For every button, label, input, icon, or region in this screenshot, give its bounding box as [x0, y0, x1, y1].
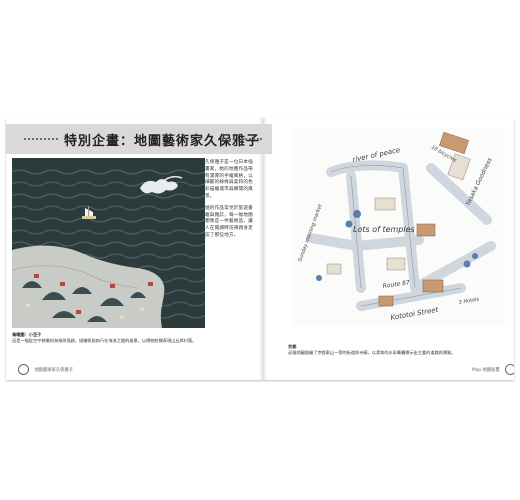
left-footer: 地圖藝術家久保雅子 — [18, 364, 73, 375]
left-body-text: 久保雅子是一位日本插畫家，她的地圖作品帶有濃厚的手繪風格，以細膩的線條與柔和的色… — [205, 160, 255, 245]
dotted-divider-left — [24, 138, 58, 140]
page-number-left — [18, 364, 29, 375]
right-footer: Map 地圖插畫 — [472, 364, 514, 375]
illustration-artwork — [12, 158, 205, 328]
right-caption-title: 京都 — [288, 344, 297, 349]
body-paragraph-2: 她的作品常見於旅遊書籍與雜誌，每一幅地圖都像是一件藝術品，讓人在閱讀時彷彿親身走… — [205, 205, 253, 238]
title-band: 特別企畫：地圖藝術家久保雅子 — [6, 124, 272, 154]
bird-eye-illustration — [12, 158, 205, 328]
map-label-hotels: 3 Hotels — [458, 296, 480, 306]
page-title: 特別企畫：地圖藝術家久保雅子 — [64, 134, 261, 149]
right-caption-text: 這幅地圖描繪了京都東山一帶的街道與寺廟，以柔和的水彩筆觸標示出主要的道路與景點。 — [288, 350, 456, 355]
right-caption: 京都 這幅地圖描繪了京都東山一帶的街道與寺廟，以柔和的水彩筆觸標示出主要的道路與… — [288, 344, 478, 356]
map-illustration: river of peace Lots of temples Yasaka Go… — [291, 128, 505, 326]
left-caption-text: 這是一幅從空中俯瞰的海灣與島嶼，描繪帆船航行在海浪之間的風景，以傳統紋樣表現山丘… — [12, 338, 197, 343]
book-spread: 特別企畫：地圖藝術家久保雅子 — [6, 118, 514, 380]
body-paragraph-1: 久保雅子是一位日本插畫家，她的地圖作品帶有濃厚的手繪風格，以細膩的線條與柔和的色… — [205, 160, 253, 199]
left-caption-title: 鳥瞰圖：小豆子 — [12, 332, 42, 337]
right-footer-text: Map 地圖插畫 — [472, 368, 500, 373]
page-number-right — [505, 364, 514, 375]
left-caption: 鳥瞰圖：小豆子 這是一幅從空中俯瞰的海灣與島嶼，描繪帆船航行在海浪之間的風景，以… — [12, 332, 206, 344]
map-label-temples: Lots of temples — [353, 225, 415, 234]
left-footer-text: 地圖藝術家久保雅子 — [34, 368, 74, 373]
map-artwork: river of peace Lots of temples Yasaka Go… — [291, 128, 505, 326]
book-gutter — [259, 118, 267, 380]
map-label-route: Route 87 — [382, 279, 410, 290]
dotted-divider-right — [222, 138, 262, 140]
